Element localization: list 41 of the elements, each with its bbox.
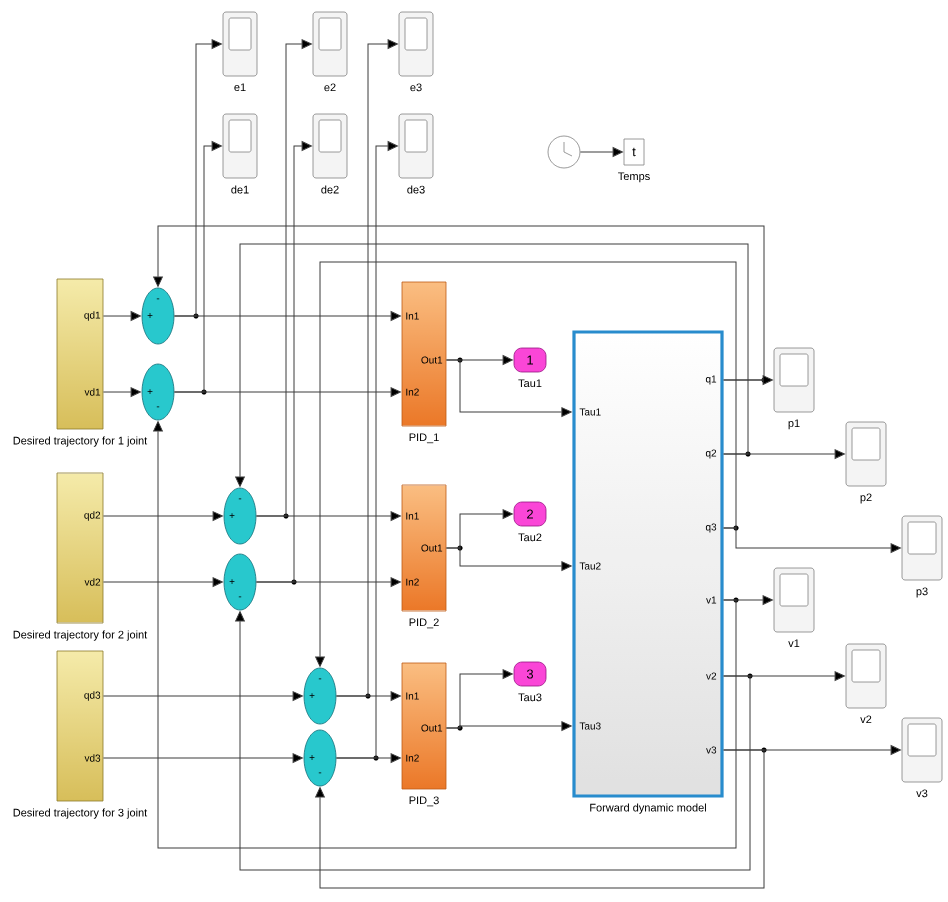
scope-block <box>901 717 943 783</box>
scope-block <box>222 11 258 77</box>
scope-block <box>901 515 943 581</box>
arrow <box>102 577 223 587</box>
arrow <box>255 39 312 517</box>
arrow <box>445 721 572 731</box>
arrow <box>102 311 141 321</box>
arrow <box>445 547 572 571</box>
scope-block <box>312 11 348 77</box>
arrow <box>723 671 845 681</box>
arrow <box>153 421 737 849</box>
scope-block <box>773 567 815 633</box>
arrow <box>102 753 303 763</box>
arrow <box>235 611 751 871</box>
arrow <box>173 141 222 393</box>
arrow <box>315 261 737 667</box>
arrow <box>335 141 398 759</box>
arrow <box>723 449 845 459</box>
scope-block <box>845 421 887 487</box>
scope-block <box>222 113 258 179</box>
arrow <box>102 387 141 397</box>
arrow <box>335 39 398 697</box>
arrow <box>173 39 222 317</box>
arrow <box>102 691 303 701</box>
scope-block <box>773 347 815 413</box>
scope-block <box>398 11 434 77</box>
scope-block <box>845 643 887 709</box>
arrow <box>255 141 312 583</box>
arrow <box>102 511 223 521</box>
clock-block <box>547 135 581 169</box>
arrow <box>235 243 749 487</box>
arrow <box>315 749 765 889</box>
arrow <box>723 375 773 385</box>
arrow <box>153 225 765 381</box>
scope-block <box>312 113 348 179</box>
scope-block <box>398 113 434 179</box>
arrow <box>723 595 773 605</box>
arrow <box>723 745 901 755</box>
arrow <box>723 527 901 553</box>
arrow <box>445 359 572 417</box>
arrow <box>579 147 623 157</box>
